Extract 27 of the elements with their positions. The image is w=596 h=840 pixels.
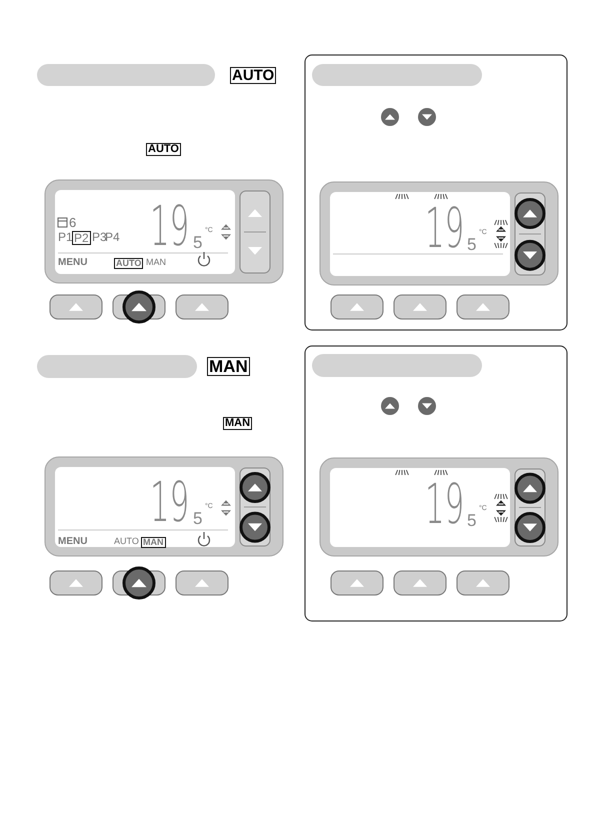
menu-label: MENU [58, 537, 88, 547]
mode-label: AUTO [114, 258, 144, 269]
temperature-digits: 19 [150, 475, 190, 530]
mode-badge: MAN [207, 357, 250, 376]
mode-badge: AUTO [146, 143, 181, 156]
menu-label: MENU [58, 258, 88, 268]
temperature-digits: 19 [150, 199, 190, 254]
heading-bar [37, 64, 215, 86]
mode-label: MAN [141, 537, 166, 548]
mode-label: MAN [146, 258, 166, 267]
mode-badge: AUTO [230, 67, 276, 84]
program-label: P3 [92, 231, 107, 243]
decimal-digit: 5 [467, 236, 476, 253]
program-label: P4 [105, 231, 120, 243]
heading-bar [37, 355, 197, 378]
decimal-digit: 5 [467, 512, 476, 529]
temperature-digits: 19 [425, 201, 464, 256]
heading-bar [312, 64, 482, 86]
decimal-digit: 5 [193, 510, 202, 527]
temperature-digits: 19 [425, 477, 464, 532]
program-label: P2 [72, 231, 91, 245]
mode-badge: MAN [223, 417, 252, 430]
heading-bar [312, 354, 482, 377]
decimal-digit: 5 [193, 234, 202, 251]
program-label: P1 [58, 231, 73, 243]
mode-label: AUTO [114, 537, 139, 546]
day-number: 6 [69, 216, 76, 229]
